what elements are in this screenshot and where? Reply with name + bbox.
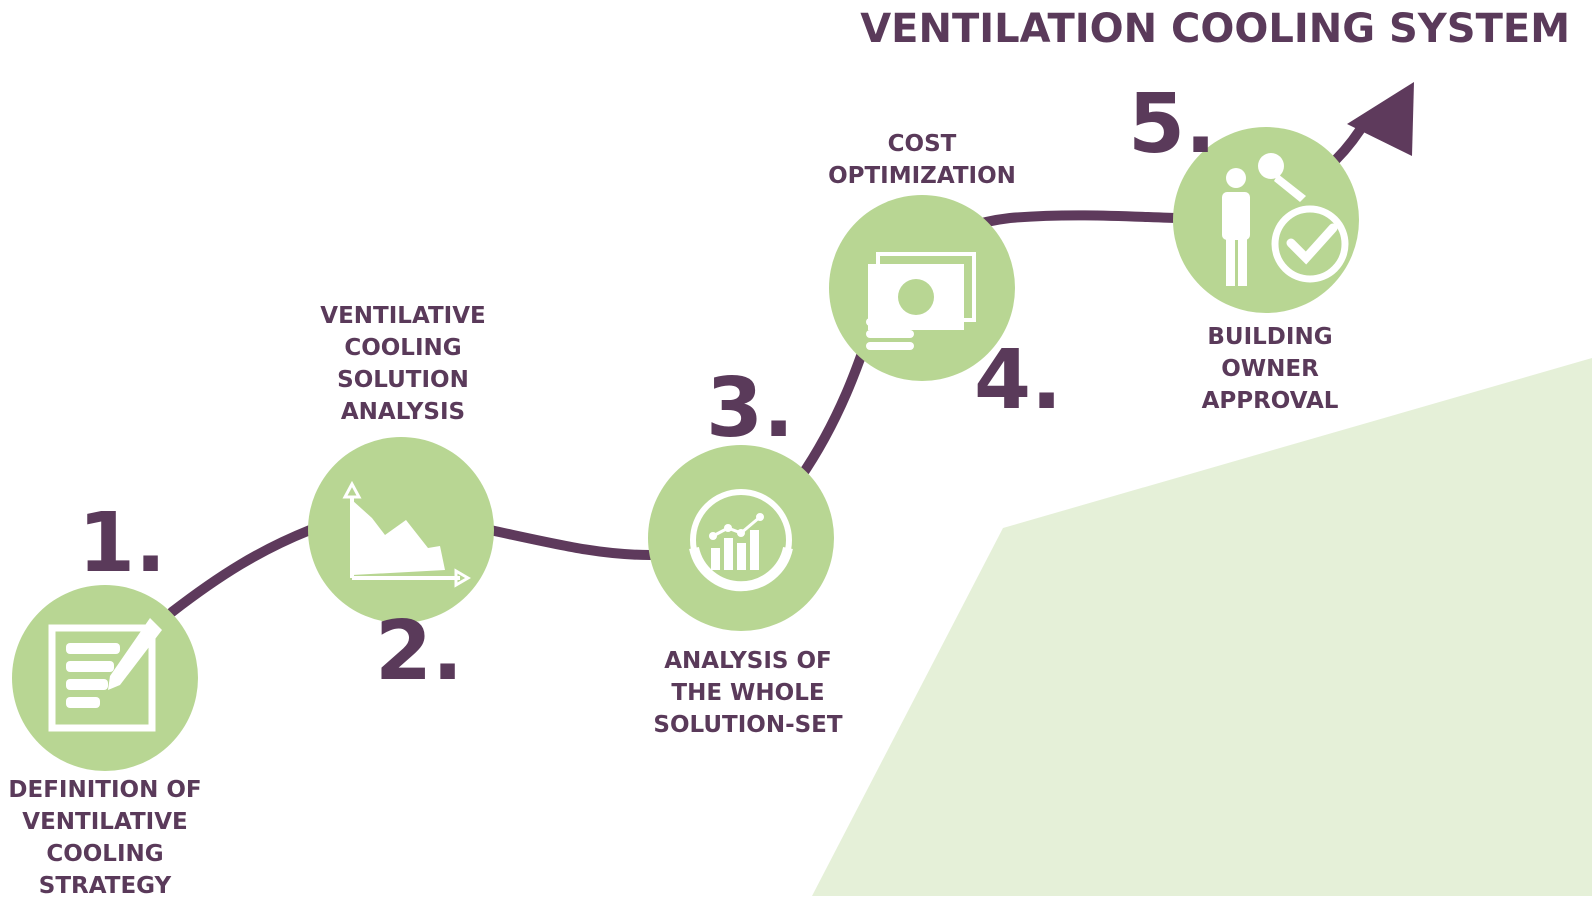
step-3-label-line: THE WHOLE: [671, 680, 825, 706]
step-1-number: 1.: [78, 496, 167, 591]
step-2-label: VENTILATIVE COOLING SOLUTION ANALYSIS: [300, 300, 506, 428]
step-5-circle: [1173, 127, 1359, 313]
declining-chart-icon: [342, 480, 471, 588]
step-2-label-line: VENTILATIVE: [320, 303, 486, 329]
step-1-label-line: COOLING: [46, 841, 164, 867]
document-pencil-icon: [48, 618, 162, 732]
step-4-label: COST OPTIMIZATION: [812, 128, 1032, 192]
bar-chart-coin-icon: [689, 489, 793, 592]
owner-key-check-icon: [1222, 153, 1349, 286]
step-3-circle: [648, 445, 834, 631]
background-shape: [812, 358, 1592, 896]
step-2-number: 2.: [375, 604, 464, 699]
step-5-number: 5.: [1128, 77, 1217, 172]
step-5-label-line: APPROVAL: [1201, 388, 1339, 414]
step-1-label: DEFINITION OF VENTILATIVE COOLING STRATE…: [2, 774, 208, 902]
step-2-label-line: ANALYSIS: [340, 399, 466, 425]
step-1-label-line: DEFINITION OF: [8, 777, 202, 803]
step-3-label-line: SOLUTION-SET: [653, 712, 843, 738]
step-1-label-line: STRATEGY: [38, 873, 172, 899]
page-title: VENTILATION COOLING SYSTEM: [860, 6, 1570, 52]
step-1-label-line: VENTILATIVE: [22, 809, 188, 835]
step-5-label: BUILDING OWNER APPROVAL: [1160, 321, 1380, 417]
step-4-label-line: COST: [887, 131, 957, 157]
step-3-number: 3.: [706, 361, 795, 456]
step-1-circle: [12, 585, 198, 771]
arrow-head-icon: [1347, 82, 1414, 156]
step-5-label-line: OWNER: [1221, 356, 1319, 382]
step-3-label: ANALYSIS OF THE WHOLE SOLUTION-SET: [638, 645, 858, 741]
step-3-label-line: ANALYSIS OF: [664, 648, 832, 674]
step-2-label-line: COOLING: [344, 335, 462, 361]
step-4-label-line: OPTIMIZATION: [828, 163, 1016, 189]
step-5-label-line: BUILDING: [1207, 324, 1333, 350]
step-4-number: 4.: [974, 333, 1063, 428]
step-2-label-line: SOLUTION: [337, 367, 469, 393]
money-coins-icon: [866, 252, 976, 350]
